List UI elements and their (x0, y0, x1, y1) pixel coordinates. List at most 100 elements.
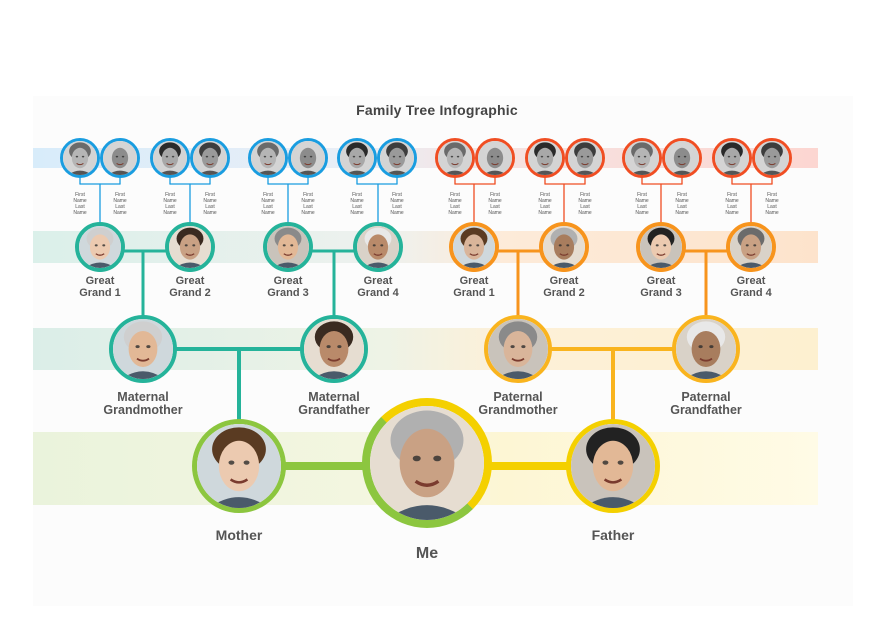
first-name-label: First Name (488, 192, 502, 204)
maternal-grandfather-label-line2: Grandfather (298, 403, 370, 418)
last-name-label: Last Name (261, 204, 275, 216)
maternal-great-grand-label-line2: Grand 2 (169, 286, 211, 299)
last-name-label: Last Name (765, 204, 779, 216)
maternal-great-great-grandparent-photo (288, 138, 328, 178)
maternal-grandmother-label-line2: Grandmother (103, 403, 183, 418)
last-name-label: Last Name (203, 204, 217, 216)
maternal-great-great-grandparent-photo (150, 138, 190, 178)
first-name-label: First Name (578, 192, 592, 204)
maternal-grandfather-photo (300, 315, 368, 383)
maternal-great-great-grandparent-photo (190, 138, 230, 178)
last-name-label: Last Name (675, 204, 689, 216)
paternal-grandmother-label-line1: Paternal (493, 390, 543, 404)
father-label: Father (563, 528, 663, 543)
maternal-great-grand-label-line1: Great (175, 275, 205, 287)
last-name-label: Last Name (390, 204, 404, 216)
paternal-great-grandparent-photo (636, 222, 686, 272)
last-name-label: Last Name (725, 204, 739, 216)
first-name-label: First Name (113, 192, 127, 204)
father-photo (566, 419, 660, 513)
last-name-label: Last Name (113, 204, 127, 216)
page-title: Family Tree Infographic (356, 102, 518, 118)
paternal-great-great-grandparent-photo (435, 138, 475, 178)
me-photo (362, 398, 492, 528)
last-name-label: Last Name (538, 204, 552, 216)
paternal-great-great-grandparent-photo (565, 138, 605, 178)
mother-label: Mother (189, 528, 289, 543)
first-name-label: First Name (163, 192, 177, 204)
last-name-label: Last Name (488, 204, 502, 216)
first-name-label: First Name (73, 192, 87, 204)
maternal-great-grand-label-line1: Great (363, 275, 393, 287)
maternal-great-grandparent-photo (165, 222, 215, 272)
me-label: Me (377, 545, 477, 563)
last-name-label: Last Name (163, 204, 177, 216)
first-name-label: First Name (538, 192, 552, 204)
last-name-label: Last Name (448, 204, 462, 216)
maternal-great-great-grandparent-photo (377, 138, 417, 178)
maternal-great-great-grandparent-photo (100, 138, 140, 178)
first-name-label: First Name (675, 192, 689, 204)
first-name-label: First Name (261, 192, 275, 204)
first-name-label: First Name (765, 192, 779, 204)
last-name-label: Last Name (301, 204, 315, 216)
paternal-great-grand-label-line1: Great (646, 275, 676, 287)
last-name-label: Last Name (350, 204, 364, 216)
paternal-great-great-grandparent-photo (712, 138, 752, 178)
paternal-grandmother-label-line2: Grandmother (478, 403, 558, 418)
first-name-label: First Name (635, 192, 649, 204)
paternal-grandfather-label-line2: Grandfather (670, 403, 742, 418)
maternal-great-grand-label-line2: Grand 3 (267, 286, 309, 299)
maternal-great-grand-label-line2: Grand 4 (357, 286, 399, 299)
paternal-great-grand-label-line2: Grand 1 (453, 286, 495, 299)
paternal-great-great-grandparent-photo (662, 138, 702, 178)
maternal-great-grand-label-line1: Great (273, 275, 303, 287)
paternal-grandmother-photo (484, 315, 552, 383)
paternal-great-great-grandparent-photo (525, 138, 565, 178)
paternal-grandfather-label-line1: Paternal (681, 390, 731, 404)
maternal-great-grandparent-photo (263, 222, 313, 272)
paternal-great-grand-label-line1: Great (549, 275, 579, 287)
maternal-great-grand-label-line1: Great (85, 275, 115, 287)
mother-label-line1: Mother (215, 527, 263, 543)
paternal-great-great-grandparent-photo (475, 138, 515, 178)
first-name-label: First Name (448, 192, 462, 204)
last-name-label: Last Name (578, 204, 592, 216)
father-label-line1: Father (591, 527, 635, 543)
paternal-great-grandparent-photo (449, 222, 499, 272)
mother-photo (192, 419, 286, 513)
paternal-great-grand-label-line2: Grand 4 (730, 286, 772, 299)
maternal-grandmother-label-line1: Maternal (117, 390, 169, 404)
paternal-great-grand-label-line2: Grand 3 (640, 286, 682, 299)
maternal-great-grandparent-photo (75, 222, 125, 272)
first-name-label: First Name (350, 192, 364, 204)
first-name-label: First Name (390, 192, 404, 204)
maternal-great-grandparent-photo (353, 222, 403, 272)
paternal-great-grandparent-photo (539, 222, 589, 272)
maternal-great-great-grandparent-photo (248, 138, 288, 178)
last-name-label: Last Name (73, 204, 87, 216)
maternal-grandfather-label-line1: Maternal (308, 390, 360, 404)
paternal-great-great-grandparent-photo (752, 138, 792, 178)
paternal-great-grand-label-line2: Grand 2 (543, 286, 585, 299)
